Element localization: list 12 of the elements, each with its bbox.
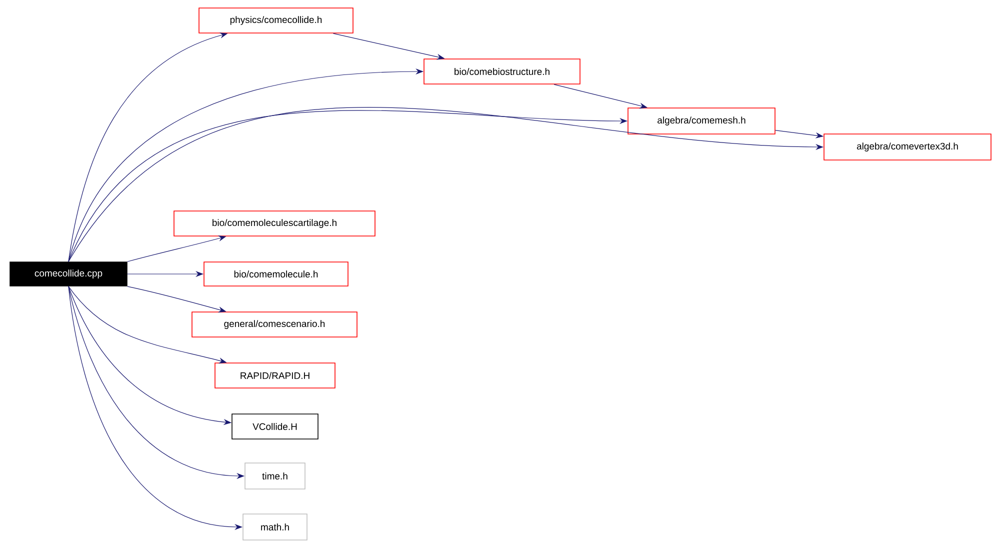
file-box: comecollide.cpp [10,262,128,286]
file-box: VCollide.H [232,414,318,440]
file-box: bio/comemolecule.h [204,262,348,286]
file-box: math.h [242,514,308,540]
file-box: physics/comecollide.h [198,8,354,34]
file-box: time.h [244,462,306,490]
file-box: algebra/comemesh.h [628,108,776,134]
file-box: RAPID/RAPID.H [214,362,336,388]
file-box: bio/comemoleculescartilage.h [174,210,376,236]
file-box: bio/comebiostructure.h [424,58,580,84]
file-box: algebra/comevertex3d.h [824,134,992,160]
file-box: general/comescenario.h [192,312,358,338]
